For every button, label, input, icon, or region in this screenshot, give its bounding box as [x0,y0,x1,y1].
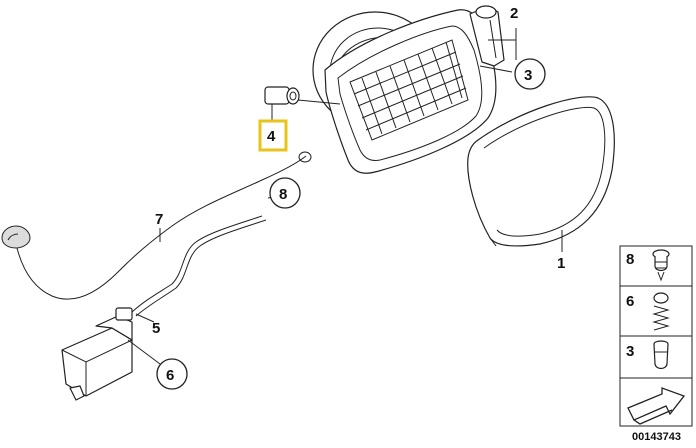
legend-item-6[interactable]: 6 [626,292,670,331]
parts-legend: 8 6 3 [619,245,693,427]
callout-6-label: 6 [166,367,174,384]
part-5-actuator-rod[interactable] [131,215,267,317]
legend-item-8[interactable]: 8 [626,249,670,282]
callout-3-label: 3 [524,67,532,84]
callout-5-label: 5 [152,320,160,337]
legend-item-3[interactable]: 3 [626,340,669,370]
leader-lines [127,28,563,365]
part-2-hinge[interactable] [469,5,505,67]
frame-grid [349,39,469,141]
callout-8[interactable]: 8 [269,177,301,209]
diagram-reference-number: 00143743 [632,431,681,443]
callout-3[interactable]: 3 [514,58,546,90]
callout-5[interactable]: 5 [152,320,160,337]
callout-8-label: 8 [279,186,287,203]
spring-icon [652,292,670,331]
buffer-pin-icon [653,340,669,370]
callout-4-highlighted[interactable]: 4 [258,119,288,152]
callout-7[interactable]: 7 [155,211,163,228]
legend-item-6-label: 6 [626,293,634,310]
part-1-filler-flap[interactable] [467,96,615,247]
part-6-actuator[interactable] [61,307,133,401]
callout-6[interactable]: 6 [156,358,188,390]
callout-2-label: 2 [510,5,518,22]
legend-item-3-label: 3 [626,343,634,360]
filler-flap-frame [324,9,497,174]
next-page-arrow-icon[interactable] [627,387,686,425]
callout-4-label: 4 [267,128,276,145]
callout-1-label: 1 [557,255,565,272]
legend-item-8-label: 8 [626,251,634,268]
part-7-release-cable[interactable] [1,151,312,300]
part-4-clip[interactable] [264,86,300,105]
callout-7-label: 7 [155,211,163,228]
callout-2[interactable]: 2 [510,5,518,22]
grommet-icon [652,249,670,282]
callout-1[interactable]: 1 [557,255,565,272]
